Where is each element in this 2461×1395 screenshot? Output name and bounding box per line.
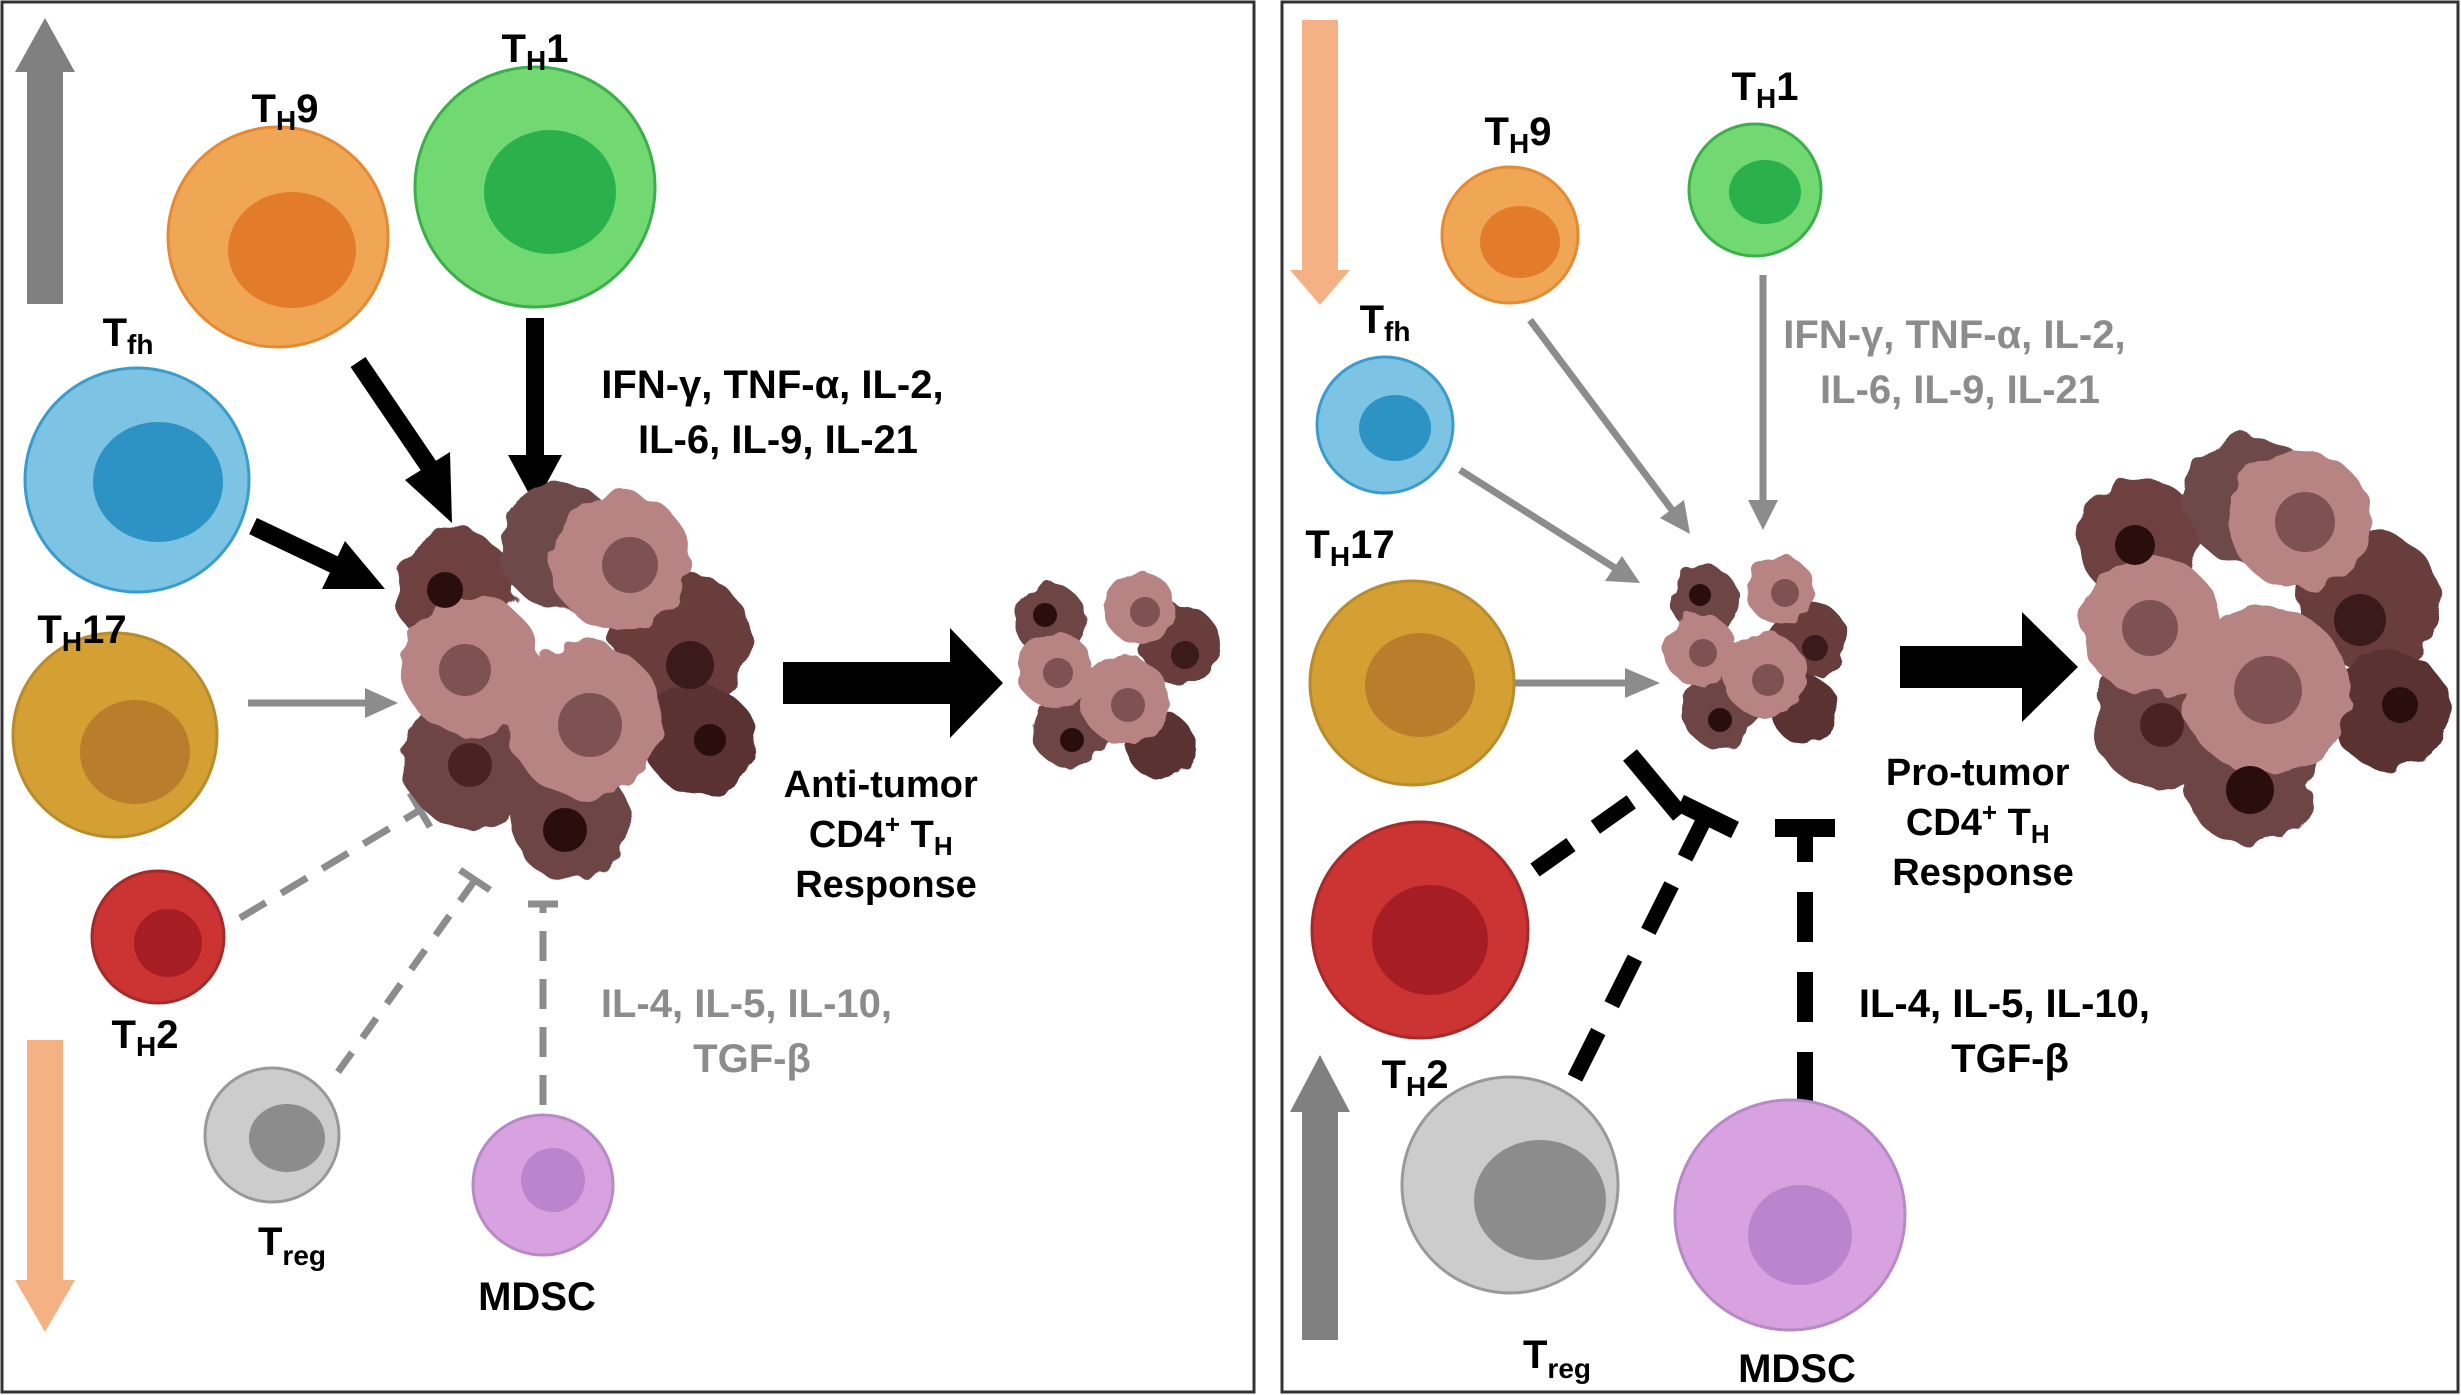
th1-label: TH1 <box>1732 65 1799 114</box>
mdsc-label: MDSC <box>478 1275 596 1319</box>
th17-cell <box>1308 579 1516 787</box>
th9-cell <box>1440 165 1580 305</box>
tumor-growth-arrow <box>783 628 1003 738</box>
treg-cell <box>203 1066 341 1204</box>
tumor-cluster-small <box>1664 556 1848 748</box>
th1-to-tumor-arrow <box>1748 275 1778 530</box>
th2-label: TH2 <box>1382 1053 1449 1102</box>
tumor-cluster-small <box>1014 572 1220 779</box>
cytokines-bottom: IL-4, IL-5, IL-10, TGF-β <box>1859 982 2161 1081</box>
th9-label: TH9 <box>1485 110 1552 159</box>
tumor-cluster-large <box>2078 434 2450 846</box>
tfh-to-tumor-arrow <box>249 517 385 589</box>
mdsc-inhibition-line <box>528 900 558 1105</box>
up-arrow-icon <box>1290 1055 1350 1340</box>
treg-label: Treg <box>258 1220 326 1271</box>
th2-cell <box>90 869 226 1005</box>
panel-anti-tumor: TH1 TH9 Tfh TH17 TH2 Treg MDSC IFN-γ, TN… <box>0 0 1256 1394</box>
th2-label: TH2 <box>112 1013 179 1062</box>
th17-to-tumor-arrow <box>248 688 398 718</box>
up-arrow-icon <box>15 18 75 304</box>
tfh-label: Tfh <box>103 311 154 360</box>
treg-cell <box>1400 1075 1620 1295</box>
tfh-cell <box>23 366 251 594</box>
down-arrow-icon <box>15 1040 75 1332</box>
th1-to-tumor-arrow <box>508 318 562 505</box>
th2-inhibition-line <box>1530 749 1687 877</box>
th17-label: TH17 <box>37 608 126 657</box>
th2-cell <box>1310 820 1530 1040</box>
th17-to-tumor-arrow <box>1515 668 1660 698</box>
th9-to-tumor-arrow <box>1527 317 1690 534</box>
th2-inhibition-line <box>238 791 434 922</box>
th1-cell <box>1687 122 1823 258</box>
tumor-cluster-large <box>395 483 755 880</box>
th9-label: TH9 <box>252 87 319 136</box>
th17-cell <box>11 631 219 839</box>
tfh-to-tumor-arrow <box>1458 467 1640 583</box>
panel-pro-tumor: TH1 TH9 Tfh TH17 TH2 Treg MDSC IFN-γ, TN… <box>1280 0 2460 1394</box>
mdsc-inhibition-line <box>1775 819 1835 1102</box>
panel-border <box>0 0 1256 1394</box>
down-arrow-icon <box>1290 20 1350 305</box>
treg-label: Treg <box>1523 1333 1591 1384</box>
th9-to-tumor-arrow <box>350 356 452 523</box>
tfh-label: Tfh <box>1360 298 1411 347</box>
mdsc-cell <box>471 1113 615 1257</box>
tumor-growth-arrow <box>1900 612 2078 722</box>
treg-inhibition-line <box>1567 794 1739 1082</box>
treg-inhibition-line <box>335 867 492 1075</box>
tfh-cell <box>1315 355 1455 495</box>
cytokines-top: IFN-γ, TNF-α, IL-2, IL-6, IL-9, IL-21 <box>1783 313 2136 412</box>
panel-border <box>1280 0 2460 1394</box>
response-label: Anti-tumor CD4+ TH Response <box>784 764 989 906</box>
th1-label: TH1 <box>502 27 569 76</box>
mdsc-cell <box>1673 1098 1907 1332</box>
mdsc-label: MDSC <box>1738 1347 1856 1391</box>
response-label: Pro-tumor CD4+ TH Response <box>1886 752 2080 894</box>
cytokines-bottom: IL-4, IL-5, IL-10, TGF-β <box>601 982 903 1081</box>
th9-cell <box>166 125 390 349</box>
cytokines-top: IFN-γ, TNF-α, IL-2, IL-6, IL-9, IL-21 <box>601 363 954 462</box>
th1-cell <box>413 65 657 309</box>
th17-label: TH17 <box>1305 523 1394 572</box>
